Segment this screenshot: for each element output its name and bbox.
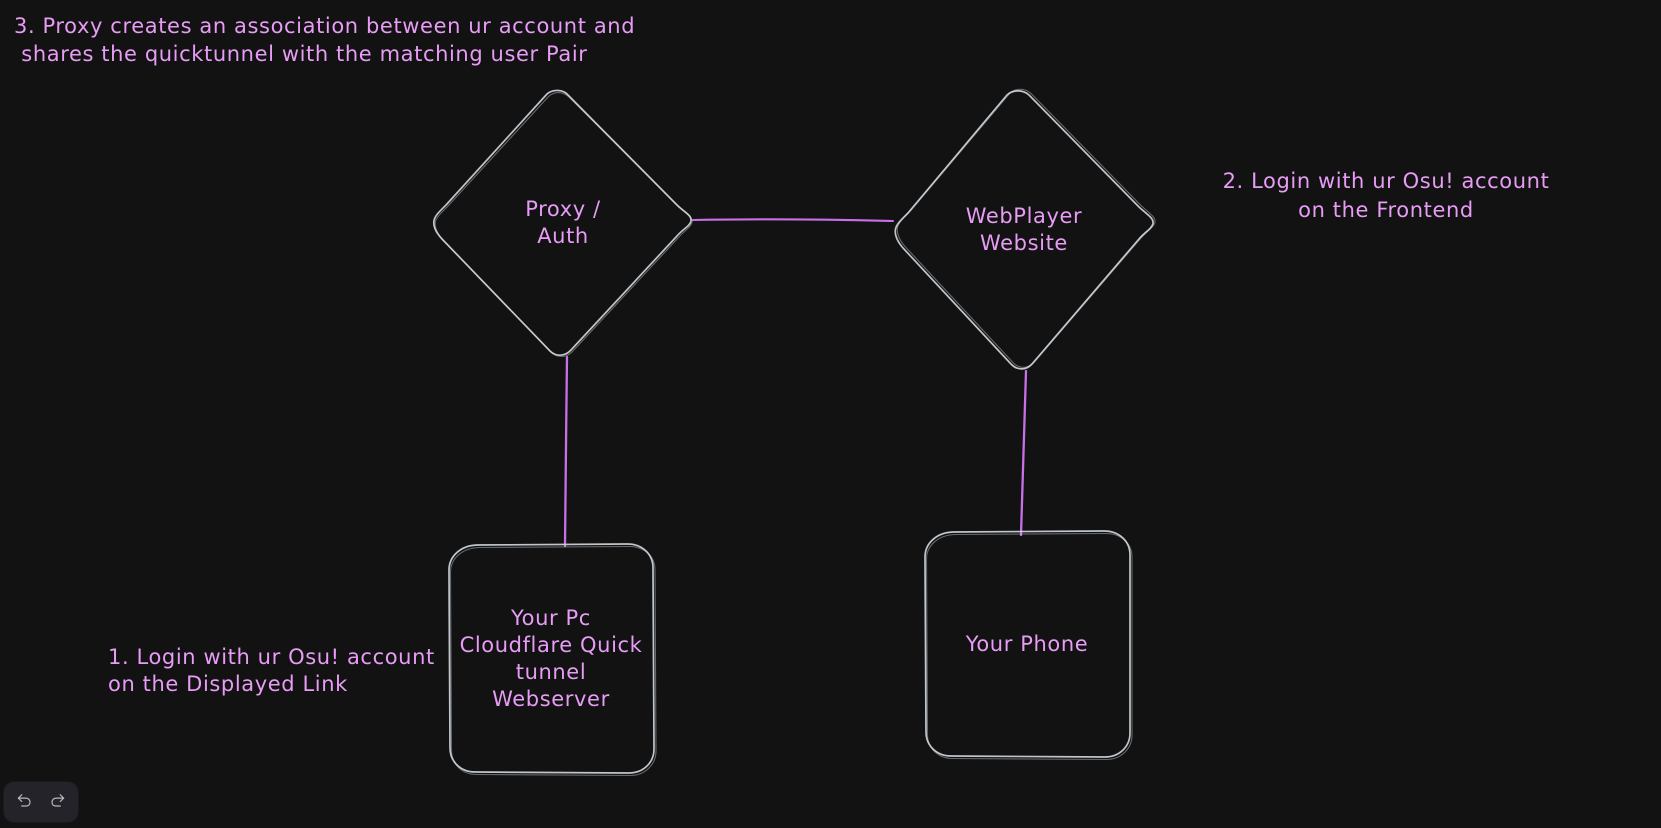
edge-proxy-to-your-pc <box>563 355 569 548</box>
node-proxy-auth-outline-sketch <box>434 92 693 358</box>
node-proxy-auth[interactable] <box>432 89 693 358</box>
history-toolbar[interactable] <box>4 782 78 822</box>
node-your-pc[interactable] <box>448 543 657 777</box>
node-your-phone-outline <box>924 530 1131 758</box>
undo-icon <box>15 791 33 813</box>
node-your-phone-outline-sketch <box>925 532 1133 761</box>
redo-button[interactable] <box>42 786 74 818</box>
node-your-pc-outline <box>448 543 655 774</box>
node-webplayer-website[interactable] <box>894 88 1156 370</box>
node-your-pc-outline-sketch <box>449 545 657 777</box>
edge-webplayer-to-your-phone <box>1019 369 1028 537</box>
edge-proxy-to-webplayer <box>691 218 895 223</box>
node-webplayer-outline <box>894 90 1154 370</box>
node-proxy-auth-outline <box>432 89 692 357</box>
redo-icon <box>49 791 67 813</box>
node-webplayer-outline-sketch <box>896 88 1156 368</box>
undo-button[interactable] <box>8 786 40 818</box>
node-your-phone[interactable] <box>924 530 1133 761</box>
